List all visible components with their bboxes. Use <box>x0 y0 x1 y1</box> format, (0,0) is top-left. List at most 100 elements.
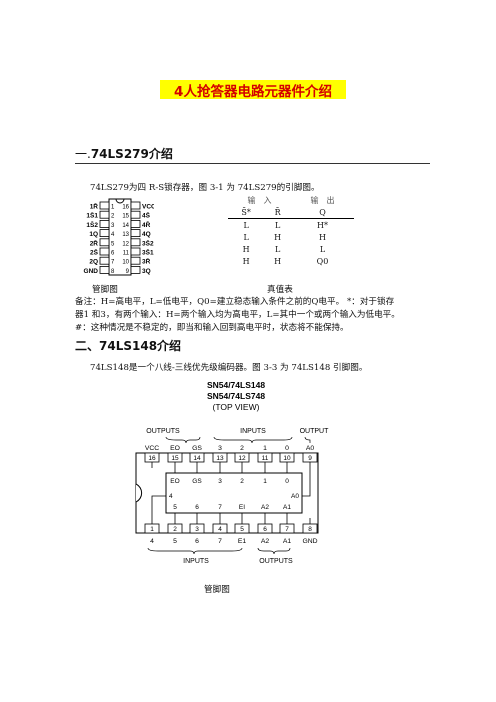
ls279-pin-number: 12 <box>122 241 129 247</box>
inner-right-label: A0 <box>291 493 299 500</box>
ls148-title-line: SN54/74LS748 <box>207 391 265 401</box>
top-output-label: OUTPUT <box>300 428 330 435</box>
ls279-pin-box <box>99 219 110 228</box>
ls279-pin-number: 11 <box>123 251 130 257</box>
bottom-outputs-label: OUTPUTS <box>259 558 293 565</box>
ls279-pin-number: 13 <box>122 232 129 238</box>
top-inputs-brace <box>213 436 293 444</box>
bottom-pin-number: 4 <box>218 526 222 533</box>
bottom-pin-number: 6 <box>263 526 267 533</box>
ls279-pin-number: 5 <box>111 241 115 247</box>
truth-table-header-s: S̄* <box>241 207 251 217</box>
section-2-title: 74LS148介绍 <box>99 339 182 353</box>
ls279-pin-box <box>130 219 141 228</box>
top-pin-number: 13 <box>216 455 224 462</box>
section-1-title: 74LS279介绍 <box>90 147 173 161</box>
top-pin-function: A0 <box>306 445 315 452</box>
inner-bottom-label: EI <box>239 504 245 511</box>
ls279-pin-number: 14 <box>122 223 129 229</box>
ls279-pin-number: 16 <box>122 205 129 211</box>
section-2-number: 二、 <box>75 339 100 353</box>
inner-bottom-label: A1 <box>283 504 291 511</box>
note-line: 备注：H=高电平，L=低电平，Q0=建立稳态输入条件之前的Q电平。 *：对于锁存 <box>75 297 395 307</box>
ls279-notch <box>115 198 125 204</box>
inner-bottom-label: 6 <box>195 504 199 511</box>
ls279-pin-box <box>99 229 110 237</box>
ls148-view-label: (TOP VIEW) <box>213 402 260 412</box>
bottom-pin-function: E1 <box>238 538 247 545</box>
ls279-pin-box <box>130 266 141 274</box>
inner-top-label: GS <box>192 478 202 485</box>
ls279-pin-label: 2R̄ <box>90 239 99 248</box>
top-pin-function: 2 <box>240 445 244 452</box>
top-pin-function: 3 <box>218 445 222 452</box>
ls148-package-notch <box>135 483 143 503</box>
top-pin-function: 0 <box>285 445 289 452</box>
ls279-pin-box <box>130 210 141 219</box>
ls279-pin-box <box>99 256 110 265</box>
bottom-pin-function: 7 <box>218 538 222 545</box>
inner-top-label: 0 <box>285 478 289 485</box>
note-line: 器1 和3，有两个输入：H=两个输入均为高电平，L=其中一个或两个输入为低电平。 <box>75 310 400 320</box>
ls279-pin-number: 8 <box>111 269 115 275</box>
bottom-pin-function: GND <box>302 538 317 545</box>
ls148-caption: 管脚图 <box>204 585 230 595</box>
ls279-chip-body <box>108 198 132 276</box>
truth-table-input-group: 输 入 <box>247 195 272 205</box>
top-pin-number: 14 <box>193 455 201 462</box>
ls279-pin-label: 3Q <box>142 268 151 275</box>
ls279-pin-label: 1S̄2 <box>86 220 98 229</box>
ls279-pin-box <box>99 210 110 219</box>
pin-diagram-caption: 管脚图 <box>92 285 118 295</box>
bottom-pin-function: A1 <box>283 538 292 545</box>
ls279-pin-number: 6 <box>111 251 115 257</box>
ls279-pin-box <box>130 247 141 256</box>
ls279-pin-box <box>130 238 141 247</box>
inner-top-label: EO <box>170 478 179 485</box>
top-pin-number: 12 <box>238 455 246 462</box>
section-2-intro: 74LS148是一个八线-三线优先级编码器。图 3-3 为 74LS148 引脚… <box>90 363 368 373</box>
truth-table-header-q: Q <box>319 207 326 217</box>
ls279-pin-label: 4S̄ <box>142 211 151 220</box>
ls279-pin-box <box>130 201 141 210</box>
ls279-pin-number: 4 <box>111 232 115 238</box>
bottom-pin-number: 2 <box>173 526 177 533</box>
bottom-pin-number: 1 <box>150 526 154 533</box>
ls279-pin-box <box>130 229 141 237</box>
ls279-pin-number: 3 <box>111 223 115 229</box>
ls148-pin-diagram: SN54/74LS148 SN54/74LS748 (TOP VIEW) OUT… <box>135 380 330 565</box>
ls279-pin-label: 3S̄1 <box>142 248 154 257</box>
inner-bottom-label: 7 <box>218 504 222 511</box>
bottom-pin-function: A2 <box>261 538 270 545</box>
ls279-pin-number: 10 <box>122 260 129 266</box>
section-1-number: 一. <box>75 147 91 161</box>
bottom-outputs-brace <box>257 547 291 555</box>
inner-bottom-label: A2 <box>261 504 269 511</box>
top-outputs-brace <box>165 436 201 444</box>
ls279-pin-number: 9 <box>126 269 130 275</box>
document-title: 4人抢答器电路元器件介绍 <box>160 80 346 100</box>
ls279-pin-label: 3R̄ <box>142 257 151 266</box>
ls279-pin-box <box>99 238 110 247</box>
ls279-pin-box <box>99 266 110 274</box>
ls279-pin-label: 2Q <box>89 259 98 266</box>
section-1-intro: 74LS279为四 R-S锁存器，图 3-1 为 74LS279的引脚图。 <box>90 183 320 193</box>
truth-table-caption: 真值表 <box>267 285 293 295</box>
top-inputs-label: INPUTS <box>240 428 266 435</box>
bottom-pin-number: 3 <box>195 526 199 533</box>
ls279-pin-label: 1R̄ <box>90 202 99 211</box>
top-pin-number: 11 <box>262 455 269 462</box>
bottom-pin-number: 8 <box>308 526 312 533</box>
ls279-pin-label: GND <box>84 268 99 275</box>
truth-table-header-r: R̄ <box>274 207 281 217</box>
ls279-pin-label: 1S̄1 <box>86 211 98 220</box>
bottom-inputs-label: INPUTS <box>183 558 209 565</box>
bottom-pin-function: 5 <box>173 538 177 545</box>
bottom-pin-function: 6 <box>195 538 199 545</box>
ls148-title-line: SN54/74LS148 <box>207 380 265 390</box>
inner-left-label: 4 <box>169 493 173 500</box>
